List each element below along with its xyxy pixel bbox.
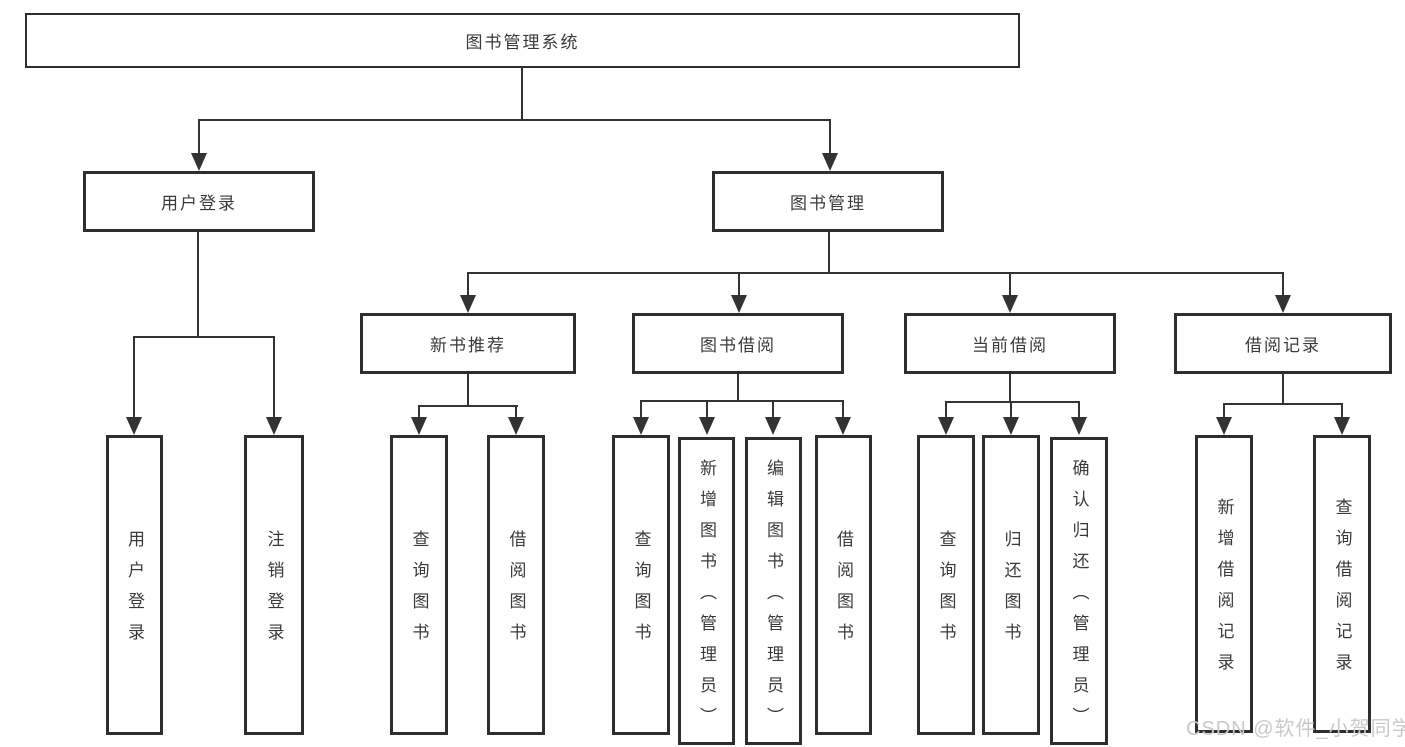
node-book-borrow: 图书借阅 [632, 313, 844, 374]
arrowhead-user-login [191, 153, 207, 171]
arrowhead-leaf-user-login [126, 417, 142, 435]
node-leaf-return-books: 归还图书 [982, 435, 1040, 735]
connector-drop-query-books-2 [640, 400, 642, 419]
arrowhead-borrow-books-2 [835, 417, 851, 435]
arrowhead-new-book-rec [460, 295, 476, 313]
arrowhead-query-books-3 [938, 417, 954, 435]
connector-drop-user-login [198, 119, 200, 156]
arrowhead-book-borrow [731, 295, 747, 313]
connector-borrow-records-rail [1223, 403, 1343, 405]
connector-drop-book-borrow [738, 272, 740, 297]
connector-new-book-rec-stem [467, 374, 469, 406]
connector-drop-current-borrow [1009, 272, 1011, 297]
connector-new-book-rec-rail [418, 405, 518, 407]
node-book-mgmt: 图书管理 [712, 171, 944, 232]
arrowhead-return-books [1003, 417, 1019, 435]
arrowhead-add-borrow-record [1216, 417, 1232, 435]
node-user-login: 用户登录 [83, 171, 315, 232]
node-leaf-query-books-3: 查询图书 [917, 435, 975, 735]
node-leaf-borrow-books-1: 借阅图书 [487, 435, 545, 735]
connector-book-borrow-stem [737, 374, 739, 401]
node-leaf-borrow-books-2: 借阅图书 [815, 435, 872, 735]
arrowhead-query-books-2 [633, 417, 649, 435]
node-leaf-user-login: 用户登录 [106, 435, 163, 735]
connector-drop-query-borrow-record [1341, 403, 1343, 419]
node-leaf-query-books-2: 查询图书 [612, 435, 670, 735]
node-borrow-records: 借阅记录 [1174, 313, 1392, 374]
arrowhead-query-books-1 [411, 417, 427, 435]
connector-drop-borrow-records [1282, 272, 1284, 297]
connector-root-rail [198, 119, 831, 121]
connector-book-borrow-rail [640, 400, 844, 402]
connector-drop-new-book-rec [467, 272, 469, 297]
connector-borrow-records-stem [1282, 374, 1284, 404]
connector-drop-add-books-admin [706, 400, 708, 419]
connector-drop-book-mgmt [829, 119, 831, 156]
connector-root-stem [521, 68, 523, 120]
arrowhead-leaf-logout [266, 417, 282, 435]
arrowhead-current-borrow [1002, 295, 1018, 313]
connector-drop-add-borrow-record [1223, 403, 1225, 419]
node-leaf-query-borrow-record: 查询借阅记录 [1313, 435, 1371, 733]
connector-drop-query-books-1 [418, 405, 420, 419]
node-current-borrow: 当前借阅 [904, 313, 1116, 374]
connector-current-borrow-stem [1009, 374, 1011, 402]
csdn-watermark: CSDN @软件_小贺同学 [1186, 718, 1405, 740]
arrowhead-borrow-books-1 [508, 417, 524, 435]
connector-book-mgmt-stem [828, 232, 830, 273]
node-leaf-logout: 注销登录 [244, 435, 304, 735]
connector-drop-borrow-books-1 [515, 405, 517, 419]
arrowhead-confirm-return [1071, 417, 1087, 435]
arrowhead-borrow-records [1275, 295, 1291, 313]
node-leaf-edit-books-admin: 编辑图书（管理员） [745, 437, 802, 745]
arrowhead-query-borrow-record [1334, 417, 1350, 435]
connector-drop-return-books [1010, 401, 1012, 419]
arrowhead-book-mgmt [822, 153, 838, 171]
connector-drop-leaf-logout [273, 336, 275, 420]
connector-book-mgmt-rail [467, 272, 1284, 274]
node-leaf-add-borrow-record: 新增借阅记录 [1195, 435, 1253, 733]
connector-drop-borrow-books-2 [842, 400, 844, 419]
connector-drop-query-books-3 [945, 401, 947, 419]
arrowhead-edit-books-admin [765, 417, 781, 435]
node-leaf-query-books-1: 查询图书 [390, 435, 448, 735]
node-root-system: 图书管理系统 [25, 13, 1020, 68]
arrowhead-add-books-admin [699, 417, 715, 435]
node-leaf-add-books-admin: 新增图书（管理员） [678, 437, 735, 745]
connector-drop-confirm-return [1078, 401, 1080, 419]
connector-current-borrow-rail [945, 401, 1080, 403]
connector-user-login-stem [197, 232, 199, 337]
node-new-book-rec: 新书推荐 [360, 313, 576, 374]
connector-drop-leaf-user-login [133, 336, 135, 420]
connector-user-login-rail [133, 336, 275, 338]
connector-drop-edit-books-admin [772, 400, 774, 419]
node-leaf-confirm-return-admin: 确认归还（管理员） [1050, 437, 1108, 745]
